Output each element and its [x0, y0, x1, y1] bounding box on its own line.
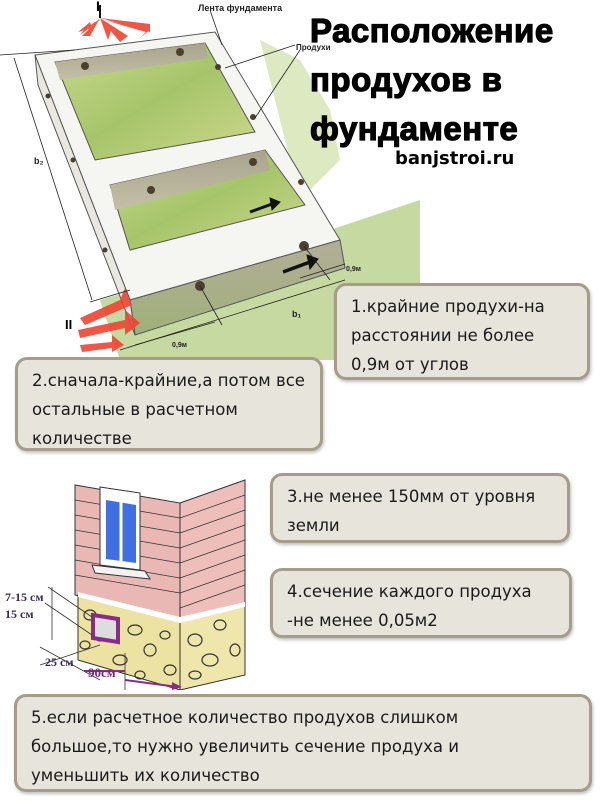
- title-line-1: Расположение: [309, 11, 554, 49]
- vents-label: Продухи: [296, 43, 331, 52]
- wind-direction-2-label: II: [65, 317, 73, 332]
- distance-label-a: 0,9м: [172, 342, 187, 349]
- note-5: 5.если расчетное количество продухов сли…: [14, 694, 592, 792]
- strip-label: Лента фундамента: [198, 3, 283, 13]
- width-label-25: 25 см: [45, 655, 74, 669]
- note-3: 3.не менее 150мм от уровня земли: [270, 473, 570, 543]
- b2-label: b₂: [34, 156, 44, 166]
- wall-vent-diagram: 7-15 см 15 см 25 см 90см: [0, 475, 270, 691]
- note-4-text: 4.сечение каждого продуха -не менее 0,05…: [287, 582, 532, 630]
- distance-label-b: 0,9м: [346, 266, 361, 273]
- title-line-3: фундаменте: [309, 109, 519, 147]
- height-label-7-15: 7-15 см: [5, 590, 44, 604]
- note-1: 1.крайние продухи-на расстоянии не более…: [334, 283, 590, 380]
- note-3-text: 3.не менее 150мм от уровня земли: [287, 487, 536, 535]
- note-5-text: 5.если расчетное количество продухов сли…: [31, 708, 459, 785]
- note-2: 2.сначала-крайние,а потом все остальные …: [15, 357, 323, 451]
- page-title: Расположение продухов в фундаменте: [309, 6, 600, 153]
- note-4: 4.сечение каждого продуха -не менее 0,05…: [270, 568, 572, 638]
- wall-illustration: [39, 479, 246, 691]
- site-name: banjstroi.ru: [395, 148, 515, 169]
- title-line-2: продухов в: [309, 60, 503, 98]
- height-label-15: 15 см: [5, 607, 34, 621]
- b1-label: b₁: [292, 309, 302, 319]
- wind-direction-1-label: I: [96, 0, 100, 14]
- note-2-text: 2.сначала-крайние,а потом все остальные …: [32, 371, 305, 448]
- note-1-text: 1.крайние продухи-на расстоянии не более…: [351, 297, 545, 374]
- width-label-90: 90см: [88, 665, 116, 680]
